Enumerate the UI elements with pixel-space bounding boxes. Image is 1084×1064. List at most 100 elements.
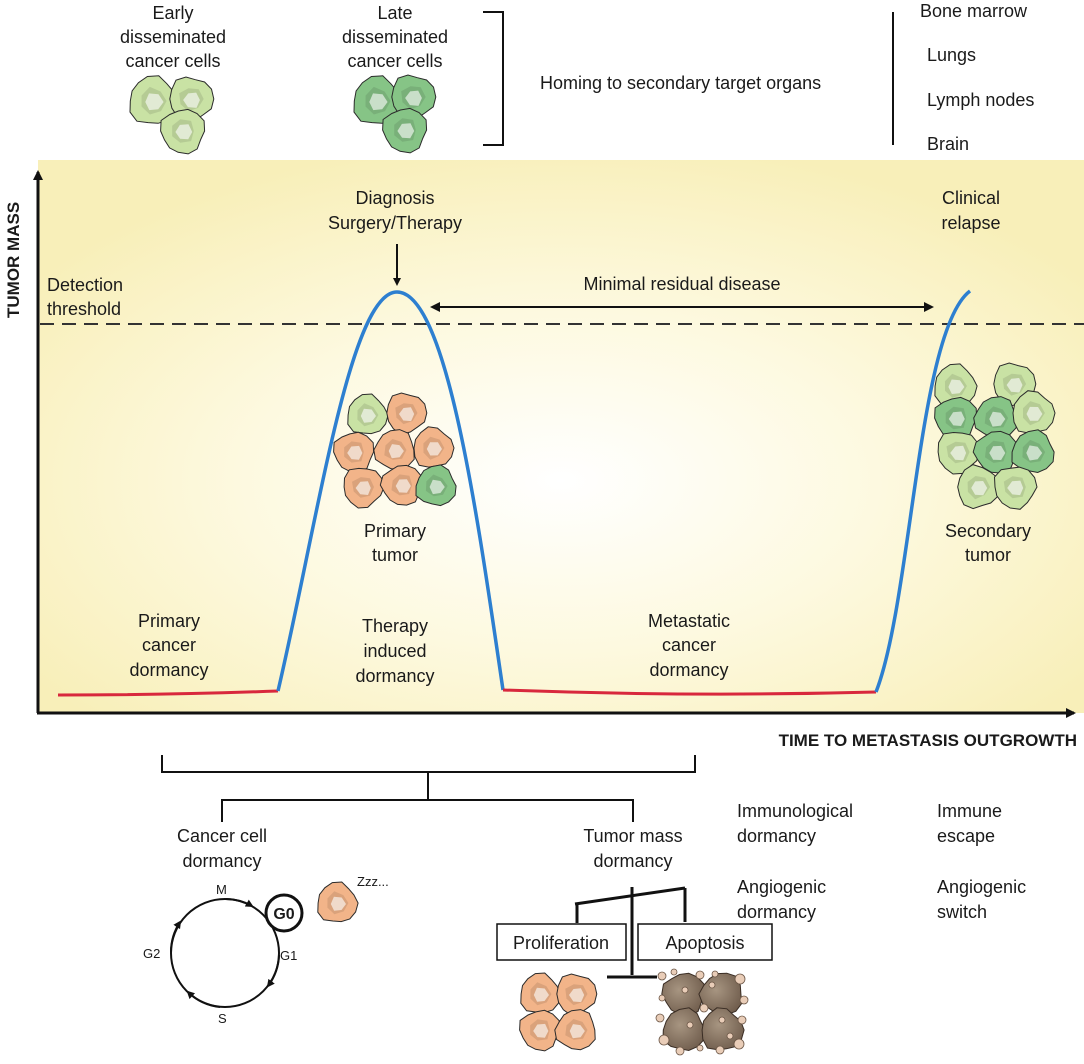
- svg-text:dormancy: dormancy: [649, 660, 728, 680]
- svg-text:disseminated: disseminated: [342, 27, 448, 47]
- svg-text:Primary: Primary: [138, 611, 200, 631]
- balance-scale: [574, 886, 687, 979]
- immune-escape-label: Immune escape: [937, 801, 1002, 846]
- apoptotic-body: [734, 973, 746, 985]
- svg-text:induced: induced: [363, 641, 426, 661]
- diagnosis-label: Diagnosis Surgery/Therapy: [328, 188, 462, 233]
- apoptotic-body: [695, 970, 705, 980]
- phase-g1-label: G1: [280, 948, 297, 963]
- apoptotic-body: [670, 968, 678, 976]
- g0-circle: [264, 893, 304, 933]
- apoptotic-body: [699, 1003, 709, 1013]
- cell: [957, 464, 1001, 510]
- apoptotic-body: [657, 971, 667, 981]
- svg-text:dormancy: dormancy: [593, 851, 672, 871]
- cell: [386, 392, 428, 435]
- svg-text:Metastatic: Metastatic: [648, 611, 730, 631]
- svg-text:Tumor mass: Tumor mass: [583, 826, 682, 846]
- primary-tumor-cluster: [333, 392, 457, 509]
- svg-text:Immunological: Immunological: [737, 801, 853, 821]
- svg-text:Primary: Primary: [364, 521, 426, 541]
- apoptotic-body: [708, 981, 716, 989]
- cell: [391, 74, 437, 122]
- detection-threshold-label: Detection threshold: [47, 275, 123, 319]
- svg-text:cancer: cancer: [142, 635, 196, 655]
- cycle-arrow-bottom: [186, 990, 221, 1008]
- svg-text:Early: Early: [152, 3, 193, 23]
- early-cell-cluster: [129, 75, 215, 155]
- svg-text:dormancy: dormancy: [737, 902, 816, 922]
- secondary-tumor-label: Secondary tumor: [945, 521, 1031, 565]
- dormant-cell: [317, 881, 359, 923]
- cell: [993, 466, 1038, 510]
- cell: [129, 75, 179, 124]
- cell: [519, 1009, 561, 1052]
- organ-list: Bone marrow Lungs Lymph nodes Brain: [920, 1, 1034, 154]
- cell: [379, 464, 422, 506]
- cell: [973, 396, 1017, 440]
- cell: [317, 881, 359, 923]
- secondary-tumor-cluster: [934, 362, 1056, 510]
- cell: [347, 393, 389, 435]
- phase-g2-label: G2: [143, 946, 160, 961]
- svg-text:cancer: cancer: [662, 635, 716, 655]
- phase-m-label: M: [216, 882, 227, 897]
- apoptotic-cell-cluster: [655, 968, 749, 1056]
- proliferation-box: Proliferation: [496, 923, 627, 961]
- apoptotic-body: [658, 994, 666, 1002]
- relapse-curve: [874, 289, 972, 693]
- y-axis-label: TUMOR MASS: [4, 202, 23, 318]
- cell: [160, 108, 206, 155]
- svg-text:dormancy: dormancy: [737, 826, 816, 846]
- apoptotic-body: [726, 1032, 734, 1040]
- cell: [413, 426, 455, 468]
- apoptotic-body: [696, 1044, 704, 1052]
- apoptotic-body: [737, 1015, 747, 1025]
- svg-text:cancer cells: cancer cells: [125, 51, 220, 71]
- primary-dormancy-label: Primary cancer dormancy: [129, 611, 208, 680]
- organ-bone-marrow: Bone marrow: [920, 1, 1028, 21]
- cell: [1012, 390, 1056, 434]
- angiogenic-dormancy-label: Angiogenic dormancy: [737, 877, 826, 922]
- cell: [373, 429, 415, 471]
- cell: [1011, 429, 1055, 474]
- primary-dormancy-line: [57, 689, 279, 697]
- minimal-residual-disease-label: Minimal residual disease: [583, 274, 780, 294]
- cycle-arrow-right: [266, 954, 280, 988]
- organ-lymph-nodes: Lymph nodes: [927, 90, 1034, 110]
- svg-text:Therapy: Therapy: [362, 616, 428, 636]
- proliferating-cell-cluster: [519, 972, 598, 1052]
- svg-text:Clinical: Clinical: [942, 188, 1000, 208]
- cell: [556, 973, 598, 1016]
- cancer-cell-dormancy-label: Cancer cell dormancy: [177, 826, 267, 871]
- therapy-dormancy-label: Therapy induced dormancy: [355, 616, 434, 686]
- svg-text:Diagnosis: Diagnosis: [355, 188, 434, 208]
- clinical-relapse-label: Clinical relapse: [941, 188, 1000, 233]
- svg-text:cancer cells: cancer cells: [347, 51, 442, 71]
- early-disseminated-label: Early disseminated cancer cells: [120, 3, 226, 71]
- apoptotic-body: [733, 1038, 745, 1050]
- cell: [520, 972, 562, 1014]
- cell: [937, 431, 981, 475]
- svg-text:Apoptosis: Apoptosis: [665, 933, 744, 953]
- svg-text:Secondary: Secondary: [945, 521, 1031, 541]
- immunological-dormancy-label: Immunological dormancy: [737, 801, 853, 846]
- cell-cycle-circle: [170, 898, 280, 1008]
- tumor-mass-dormancy-label: Tumor mass dormancy: [583, 826, 682, 871]
- x-axis-label: TIME TO METASTASIS OUTGROWTH: [779, 731, 1077, 750]
- metastatic-dormancy-line: [502, 688, 877, 696]
- apoptotic-body: [675, 1046, 685, 1056]
- svg-text:Angiogenic: Angiogenic: [737, 877, 826, 897]
- header-bracket: [483, 11, 504, 146]
- svg-text:Cancer cell: Cancer cell: [177, 826, 267, 846]
- angiogenic-switch-label: Angiogenic switch: [937, 877, 1026, 922]
- primary-tumor-label: Primary tumor: [364, 521, 426, 565]
- late-cell-cluster: [353, 74, 437, 154]
- late-disseminated-label: Late disseminated cancer cells: [342, 3, 448, 71]
- cell: [415, 464, 457, 507]
- cycle-arrow-left: [169, 920, 182, 953]
- homing-label: Homing to secondary target organs: [540, 73, 821, 93]
- primary-tumor-curve: [276, 290, 505, 692]
- apoptotic-body: [718, 1016, 726, 1024]
